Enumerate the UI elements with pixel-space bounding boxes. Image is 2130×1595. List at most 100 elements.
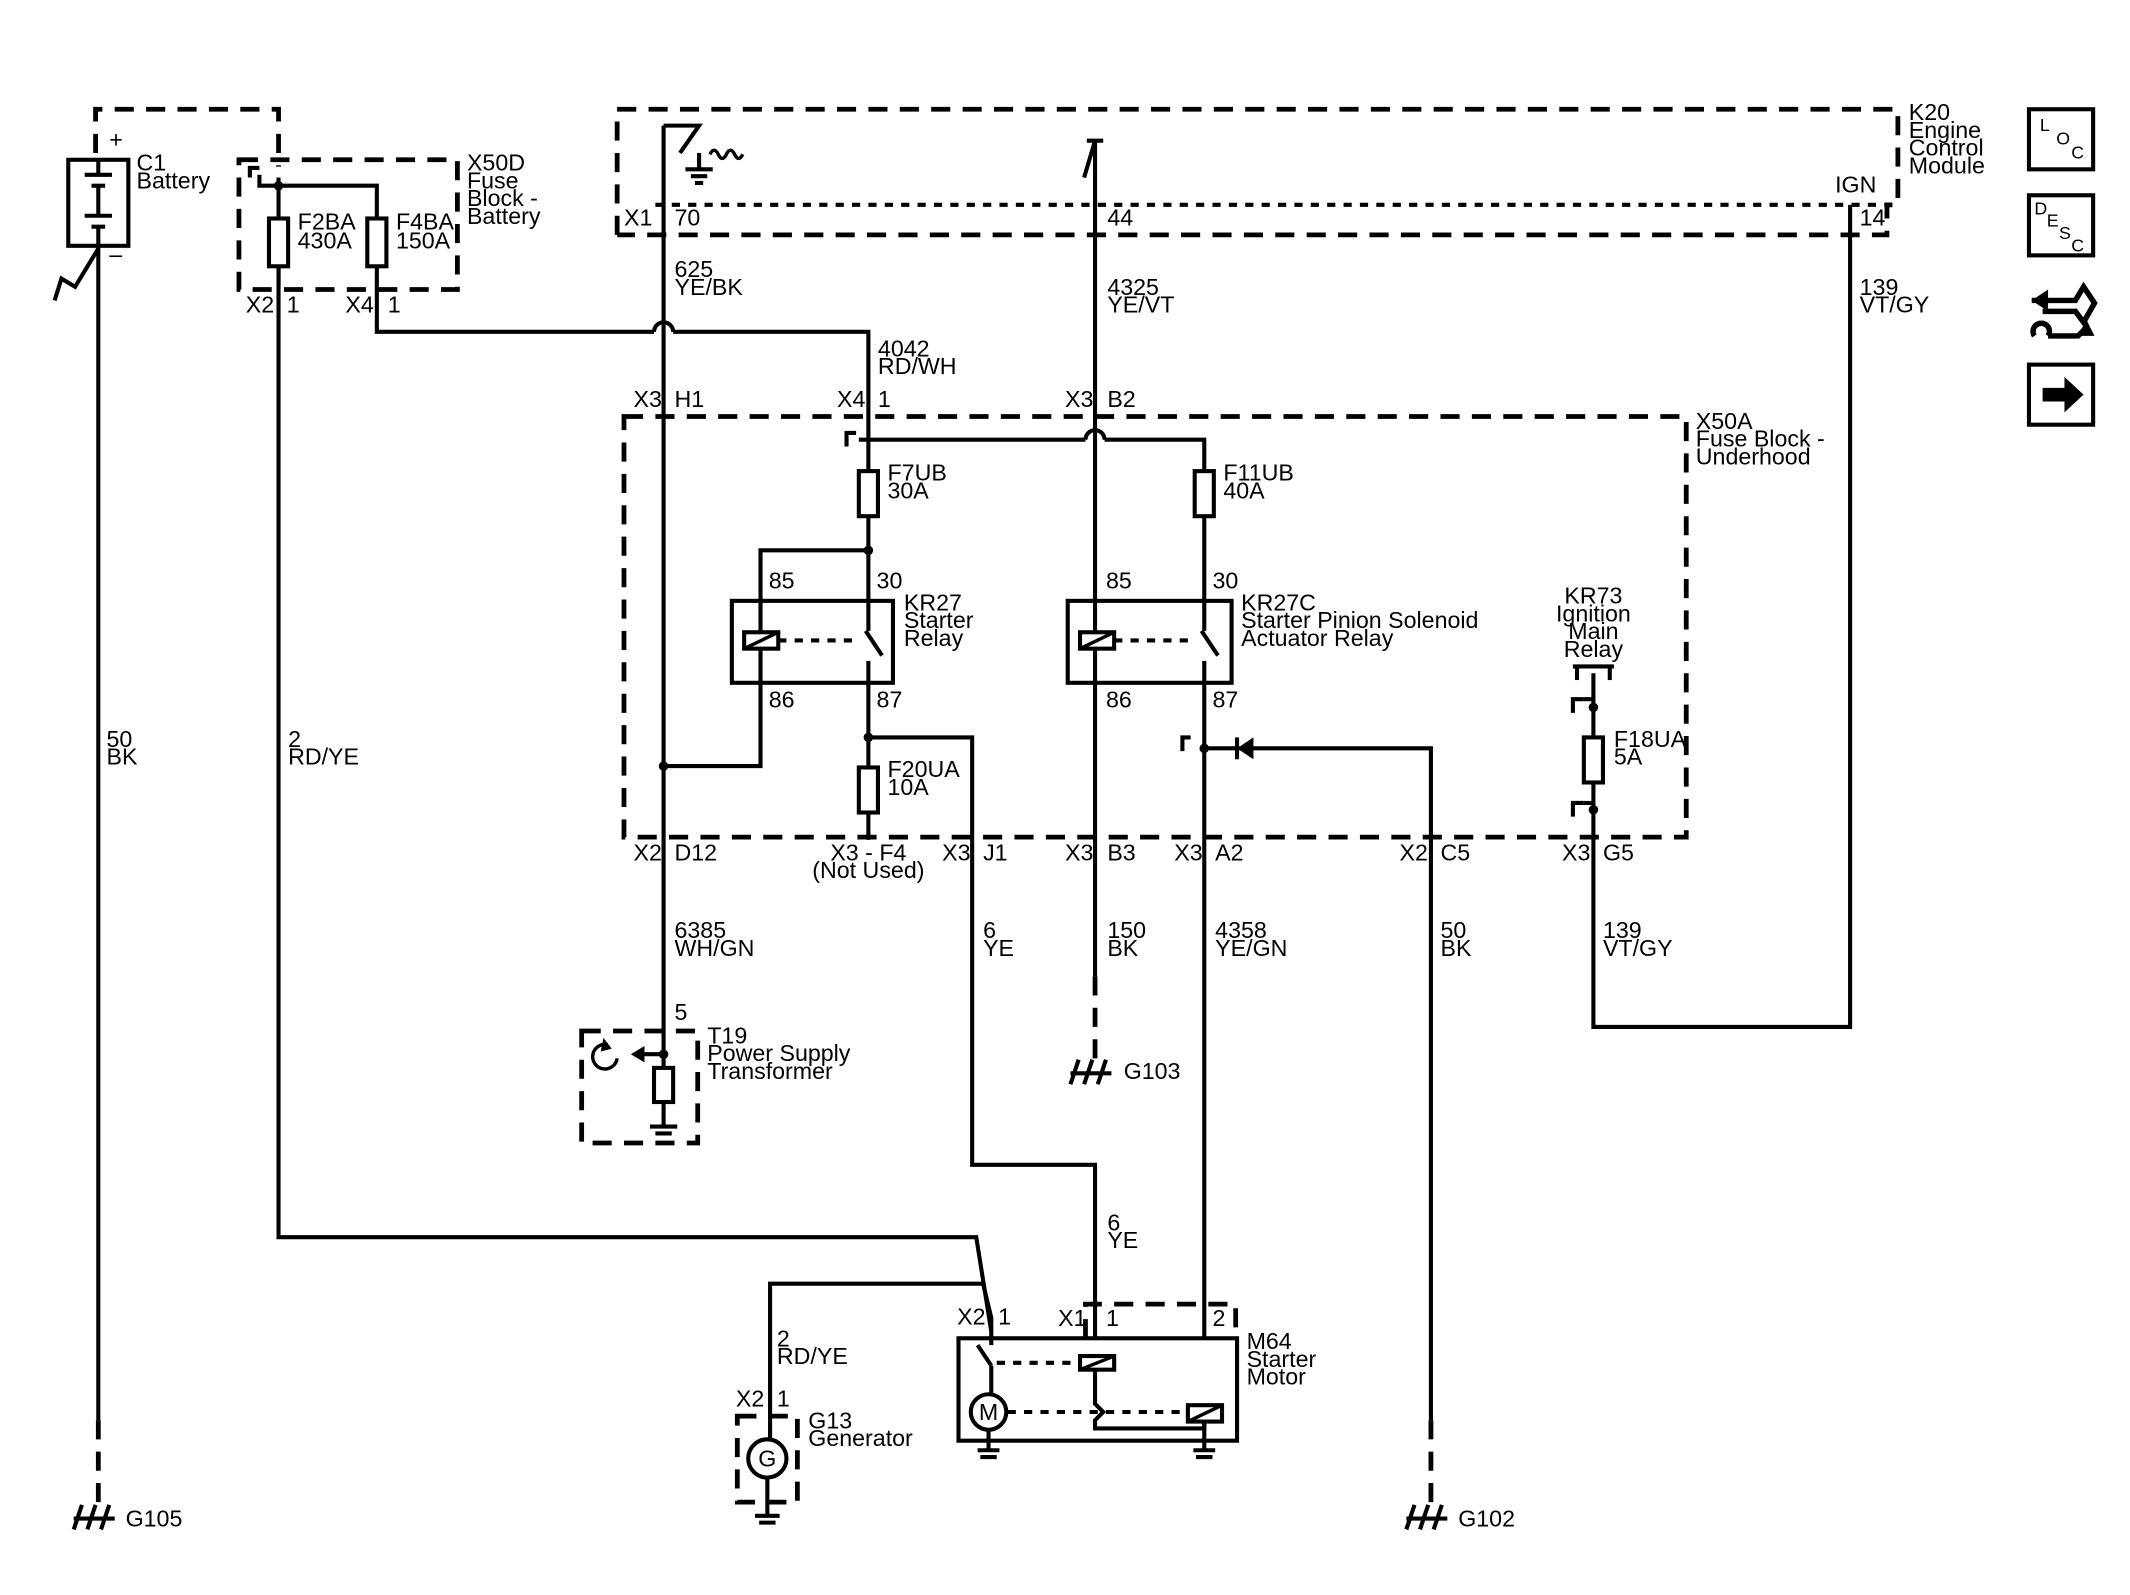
x50d-name-2: Block - [467,185,538,211]
desc-letter-c: C [2071,235,2084,255]
kr27c-pin-85: 85 [1106,568,1132,594]
x50a-ref: X50A [1696,408,1753,434]
desc-letter-s: S [2059,223,2071,243]
bot-b3: B3 [1107,839,1135,865]
m64-name-2: Motor [1247,1364,1307,1390]
top-b2: B2 [1107,386,1135,412]
desc-letter-d: D [2034,198,2047,218]
g13-pin: 1 [777,1386,790,1412]
top-h1: H1 [675,386,705,412]
wire-150-color: BK [1107,935,1138,961]
wire-625-circuit: 625 [675,256,714,282]
wire-139-bottom-color: VT/GY [1603,935,1673,961]
kr27-name-2: Relay [904,625,964,651]
kr27-ref: KR27 [904,589,962,615]
m64-starter-symbol [956,1331,1240,1460]
top-pin-1: 1 [878,386,891,412]
kr27-pin-86: 86 [769,686,795,712]
fuse-symbols [266,216,1606,815]
connector-forks [247,165,1614,817]
t19-pin: 5 [675,999,688,1025]
kr27-pin-30: 30 [877,568,903,594]
wire-50-bk-right-color: BK [1440,935,1471,961]
wire-139-top-circuit: 139 [1860,274,1899,300]
relay-labels: 85 30 86 87 KR27 Starter Relay 85 30 86 … [769,568,1631,713]
kr27c-name-1: Starter Pinion Solenoid [1241,607,1478,633]
kr27c-pin-86: 86 [1106,686,1132,712]
wire-6-ye-lower-circuit: 6 [1107,1209,1120,1235]
t19-labels: 5 T19 Power Supply Transformer [675,999,851,1084]
loc-button[interactable]: L O C [2026,107,2096,172]
kr73-name-4: Relay [1564,636,1624,662]
wire-6-ye-lower-color: YE [1107,1227,1138,1253]
ground-symbols [71,1059,1448,1531]
f20ua-ref: F20UA [888,756,961,782]
t19-symbol [590,1037,678,1136]
fuse-block-battery-labels: X50D Fuse Block - Battery F2BA 430A F4BA… [246,150,541,318]
kr27c-pin-30: 30 [1212,568,1238,594]
wire-139-bottom-circuit: 139 [1603,917,1642,943]
bot-c5: C5 [1440,839,1470,865]
desc-letter-e: E [2047,211,2059,231]
wire-625-color: YE/BK [675,274,744,300]
wire-6-ye-color: YE [983,935,1014,961]
m64-x1-pin-2: 2 [1212,1305,1225,1331]
kr27-name-1: Starter [904,607,974,633]
m64-x2-pin: 1 [998,1304,1011,1330]
wire-150-circuit: 150 [1107,917,1146,943]
bot-x2-a: X2 [634,839,662,865]
f4ba-ref: F4BA [396,208,455,234]
loc-letter-o: O [2056,129,2070,149]
m64-labels: X2 1 X1 1 2 M64 Starter Motor M [957,1304,1316,1426]
kr27c-relay-symbol [1065,598,1234,685]
kr27-pin-85: 85 [769,568,795,594]
battery-ref: C1 [137,150,167,176]
kr73-name-3: Main [1568,618,1618,644]
kr73-name-1: KR73 [1564,583,1622,609]
ecm-labels: K20 Engine Control Module IGN X1 70 44 1… [624,99,1985,230]
ecm-pin-14: 14 [1860,204,1886,230]
m64-ref: M64 [1247,1328,1292,1354]
bottom-connector-labels: X2 D12 X3 - F4 (Not Used) X3 J1 X3 B3 X3… [634,839,1634,883]
motor-symbol-label: M [979,1399,998,1425]
bot-x3-c: X3 [1065,839,1093,865]
wire-2-rdye-circuit: 2 [288,726,301,752]
ecm-pin-44: 44 [1107,204,1133,230]
t19-name-1: Power Supply [707,1040,851,1066]
x50d-x4: X4 [345,292,373,318]
wire-6385-color: WH/GN [675,935,755,961]
wires [96,123,1853,1441]
f4ba-rating: 150A [396,228,451,254]
x50d-name-1: Fuse [467,167,519,193]
bot-a2: A2 [1215,839,1243,865]
x50d-name-3: Battery [467,203,541,229]
component-outlines [93,106,1901,1505]
wire-2-gen-color: RD/YE [777,1343,848,1369]
wire-4358-color: YE/GN [1215,935,1287,961]
fuse-block-underhood-labels: X50A Fuse Block - Underhood X3 H1 X4 1 X… [634,386,1825,800]
m64-x1-pin-1: 1 [1106,1305,1119,1331]
wire-4325-circuit: 4325 [1107,274,1159,300]
wire-50-bk-right-circuit: 50 [1440,917,1466,943]
kr27-relay-symbol [729,598,896,685]
bot-x3-f4: X3 - F4 [830,839,906,865]
m64-x2: X2 [957,1304,985,1330]
loc-letter-c: C [2071,142,2084,162]
g13-x2: X2 [736,1386,764,1412]
g13-labels: X2 1 G13 Generator G [736,1386,913,1472]
connector-swap-icon[interactable] [2030,281,2098,339]
g13-generator-symbol [746,1437,789,1525]
arrow-right-icon[interactable] [2026,362,2096,427]
wire-labels: 50 BK 2 RD/YE 625 YE/BK 4042 RD/WH 4325 … [107,256,1930,1369]
kr27-pin-87: 87 [877,686,903,712]
battery-name: Battery [137,167,211,193]
k20-ref: K20 [1909,99,1950,125]
t19-ref: T19 [707,1022,747,1048]
wire-2-gen-circuit: 2 [777,1325,790,1351]
connection-dots [273,180,1599,1060]
x50d-x4-pin: 1 [388,292,401,318]
f11ub-ref: F11UB [1223,460,1293,486]
k20-name-1: Engine [1909,117,1981,143]
battery-labels: C1 Battery + – [109,126,210,267]
desc-button[interactable]: D E S C [2026,193,2096,258]
